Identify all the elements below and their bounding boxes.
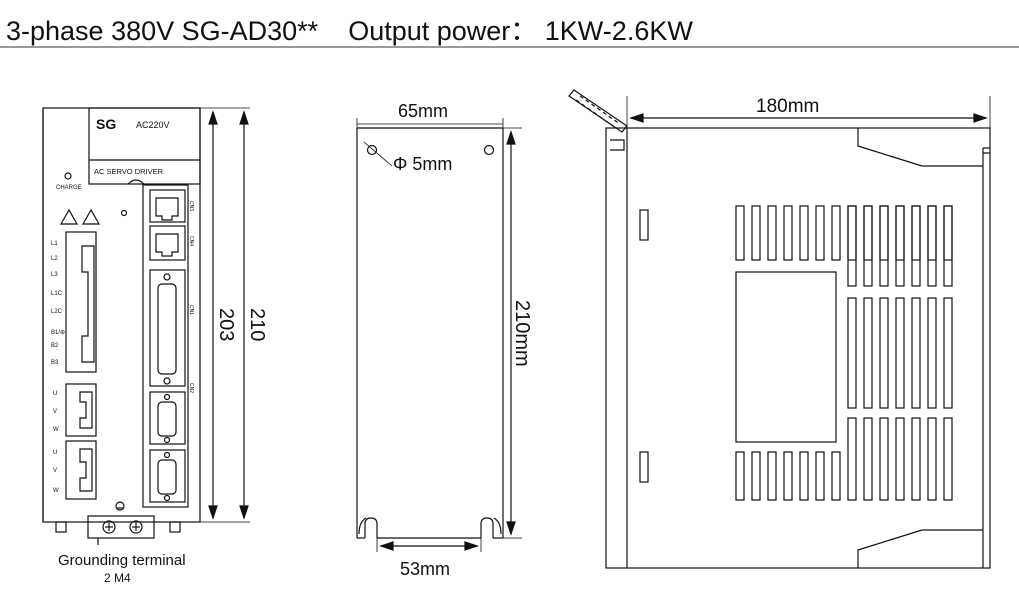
terminal-label-l1c: L1C (51, 291, 63, 297)
terminal-label-v1: V (53, 409, 57, 415)
terminal-label-l1: L1 (51, 241, 58, 247)
voltage-label: AC220V (136, 120, 170, 130)
terminal-label-u2: U (53, 450, 57, 456)
latch-icon (568, 89, 628, 133)
terminal-label-l2c: L2C (51, 309, 63, 315)
ground-screw-icon (129, 520, 143, 534)
side-tab (639, 209, 649, 241)
center-window (735, 271, 837, 443)
terminal-label-l3: L3 (51, 272, 58, 278)
warning-icon (59, 208, 79, 225)
vent-lower (735, 451, 841, 501)
ground-symbol-icon (115, 501, 125, 511)
ground-label: Grounding terminal (58, 552, 186, 569)
mount-hole-right (483, 144, 495, 156)
vent-right-lower (847, 417, 953, 501)
cn2-dsub-port (149, 391, 186, 445)
charge-label: CHARGE (56, 185, 82, 191)
power-connector (65, 231, 97, 373)
ground-spec: 2 M4 (104, 571, 131, 585)
top-label-panel (88, 107, 201, 185)
panel-label: AC SERVO DRIVER (94, 167, 164, 176)
port-label-cn3: CN3 (188, 201, 194, 211)
side-view (568, 89, 991, 569)
terminal-label-v2: V (53, 468, 57, 474)
width-label-65: 65mm (398, 101, 448, 121)
mount-hole-left (366, 144, 378, 156)
terminal-label-b1: B1/⊕ (51, 330, 65, 336)
header: 3-phase 380V SG-AD30** Output power： 1KW… (0, 0, 1019, 48)
depth-label-180: 180mm (756, 96, 819, 117)
side-tab (639, 451, 649, 483)
rj45-port-2 (149, 225, 186, 261)
page-title: 3-phase 380V SG-AD30** Output power： 1KW… (6, 16, 693, 46)
height-label-210mm: 210mm (511, 300, 533, 367)
terminal-label-b3: B3 (51, 360, 59, 366)
side-housing (605, 127, 991, 569)
port-label-cn4: CN4 (188, 236, 194, 246)
dim-label-203: 203 (215, 308, 237, 341)
screw-icon (120, 209, 128, 217)
slot-spacing-label-53: 53mm (400, 559, 450, 579)
terminal-label-u1: U (53, 391, 57, 397)
front-view (42, 107, 250, 545)
brand-logo: SG (96, 116, 116, 132)
vent-right-middle (847, 297, 953, 409)
motor-connector-2 (65, 440, 97, 500)
terminal-label-w1: W (53, 427, 59, 433)
dsub-port-3 (149, 449, 186, 503)
terminal-label-w2: W (53, 488, 59, 494)
mount-slot-right (480, 517, 494, 538)
hole-diameter-label: Φ 5mm (393, 154, 452, 174)
cn1-dsub-port (149, 269, 186, 387)
ground-screw-icon (102, 520, 116, 534)
header-divider (0, 46, 1019, 48)
dim-label-210: 210 (246, 308, 268, 341)
hot-surface-icon (81, 208, 101, 225)
mounting-view (356, 118, 522, 552)
mount-slot-left (364, 517, 378, 538)
rj45-port-1 (149, 189, 186, 223)
charge-led (64, 172, 72, 180)
port-label-cn1: CN1 (188, 305, 194, 315)
vent-right-upper (847, 205, 953, 287)
motor-connector-1 (65, 383, 97, 437)
grounding-block (87, 515, 155, 539)
terminal-label-l2: L2 (51, 256, 58, 262)
port-label-cn2: CN2 (188, 383, 194, 393)
terminal-label-b2: B2 (51, 343, 59, 349)
